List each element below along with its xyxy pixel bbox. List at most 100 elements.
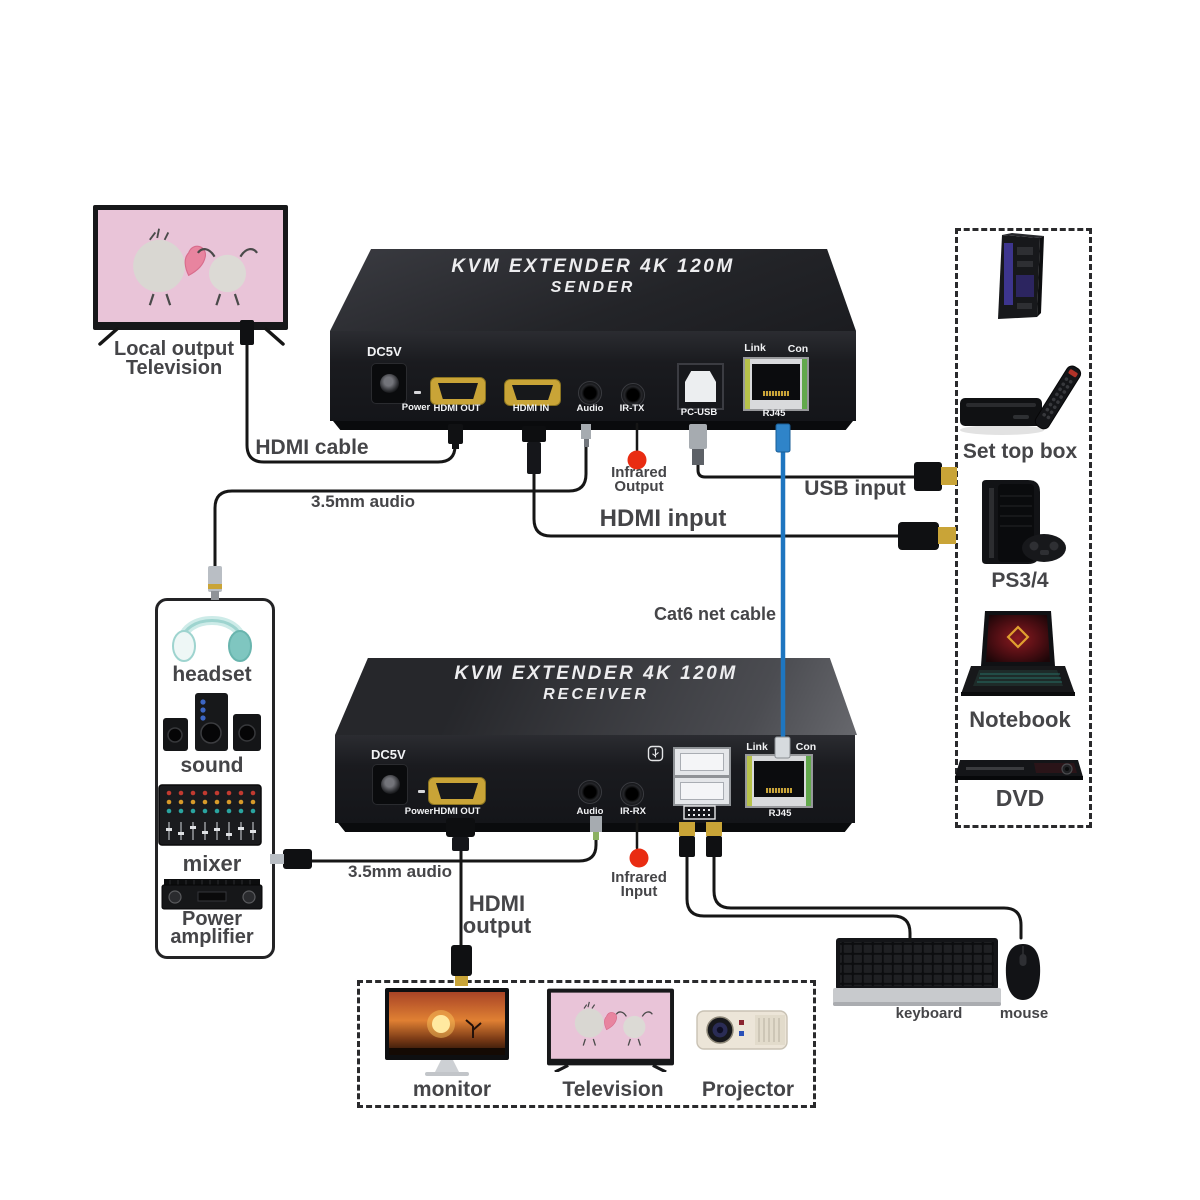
sender-dc-jack (371, 363, 407, 404)
sender-title: KVM EXTENDER 4K 120M (451, 256, 735, 277)
receiver-ir-rx-label: IR-RX (620, 806, 646, 817)
audio-receiver-label: 3.5mm audio (348, 862, 452, 881)
sender-hdmi-in-label: HDMI IN (512, 403, 550, 414)
sender-power-label: Power (401, 402, 431, 413)
sender-hdmi-in-plug-body (527, 442, 541, 474)
power-amplifier-label-line1: Power (181, 908, 243, 930)
dvd-player-label: DVD (995, 785, 1045, 811)
receiver-top-face: KVM EXTENDER 4K 120M RECEIVER (335, 658, 857, 735)
receiver-dc-jack (372, 764, 408, 805)
cat6-plug-bottom (774, 736, 791, 759)
receiver-ir-rx-jack (620, 782, 644, 806)
hdmi-input-end-plug (898, 522, 939, 550)
headset-image (172, 616, 252, 662)
infrared-output-line1: Infrared (611, 464, 667, 481)
receiver-hdmi-out-port (428, 777, 486, 805)
hdmi-output-line1: HDMI (468, 891, 526, 916)
sender-ir-tx-jack (621, 383, 645, 407)
hdmi-output-end-tip (455, 976, 468, 986)
mixer-audio-end-plug (283, 849, 312, 869)
sender-rj45-label: RJ45 (762, 408, 786, 419)
set-top-box-image (960, 365, 1082, 435)
dvd-player-image (955, 760, 1083, 780)
projector-image (696, 1010, 788, 1050)
infrared-input-label: Infrared Input (597, 870, 681, 898)
ps-console-image (982, 480, 1066, 564)
sender-hdmi-out-label: HDMI OUT (433, 403, 481, 414)
sender-power-led (414, 391, 421, 394)
cat6-label: Cat6 net cable (653, 604, 777, 624)
wire-usb-input (696, 462, 917, 479)
receiver-power-led (418, 790, 425, 793)
sender-rj45-port (743, 357, 809, 411)
usb-symbol-icon (647, 745, 664, 762)
wire-hdmi-cable (245, 343, 457, 464)
wire-usb-keyboard (685, 852, 912, 942)
hdmi-output-line2: output (462, 913, 532, 938)
local-television-label: Local output Television (94, 338, 254, 379)
sender-usb-plug (689, 424, 707, 449)
mouse-image (1005, 944, 1041, 1000)
panel-audio-jack-tip (211, 591, 219, 600)
sender-pc-usb-label: PC-USB (680, 407, 718, 418)
receiver-link-label: Link (746, 741, 768, 753)
pc-tower-image (998, 233, 1044, 319)
infrared-output-line2: Output (614, 477, 664, 495)
receiver-audio-plug-tip (593, 832, 599, 840)
local-television-label-line1: Local output (114, 338, 234, 360)
receiver-rj45-port (745, 754, 813, 808)
black-wires (98, 327, 1023, 950)
infrared-output-dot (627, 450, 647, 470)
receiver-audio-plug (590, 816, 602, 832)
receiver-hdmi-out-plug-top (446, 818, 475, 837)
wire-hdmi-input (532, 472, 902, 538)
ps-console-label: PS3/4 (991, 569, 1049, 592)
receiver-audio-label: Audio (576, 806, 604, 817)
sender-audio-plug (581, 424, 591, 439)
hdmi-output-label: HDMI output (445, 893, 549, 937)
sender-pc-usb-port (677, 363, 724, 410)
receiver-dc5v-label: DC5V (371, 747, 406, 762)
tv-hdmi-plug (240, 320, 254, 345)
wire-audio-receiver (310, 834, 598, 863)
mouse-usb-plug-body (706, 836, 722, 857)
sender-dc5v-label: DC5V (367, 344, 402, 359)
keyboard-usb-plug-tip (679, 822, 695, 836)
speakers-label: sound (180, 754, 244, 777)
sender-con-label: Con (787, 343, 809, 355)
wire-usb-mouse (712, 852, 1023, 940)
sender-hdmi-out-port (430, 377, 486, 405)
receiver-title: KVM EXTENDER 4K 120M (454, 663, 738, 684)
infrared-input-dot (629, 848, 649, 868)
receiver-subtitle: RECEIVER (543, 686, 649, 703)
projector-label: Projector (701, 1078, 795, 1101)
keyboard-label: keyboard (895, 1005, 963, 1022)
pin-header-icon (683, 805, 716, 820)
sender-hdmi-out-plug (448, 424, 463, 444)
hdmi-input-end-tip (938, 527, 956, 544)
monitor-label: monitor (412, 1078, 492, 1101)
sender-hdmi-out-plug-neck (452, 444, 459, 449)
receiver-hdmi-out-label: HDMI OUT (433, 806, 481, 817)
infrared-output-label: Infrared Output (597, 464, 681, 495)
sender-front-panel: DC5V Power HDMI OUT HDMI IN Audio IR-TX … (330, 331, 856, 421)
power-amplifier-label: Power amplifier (155, 908, 269, 946)
panel-audio-jack-band (208, 584, 222, 589)
receiver-audio-jack (578, 780, 602, 804)
sender-link-label: Link (744, 342, 766, 354)
sender-top-face: KVM EXTENDER 4K 120M SENDER (330, 249, 856, 331)
local-television-label-line2: Television (125, 357, 223, 379)
tv-screen-pompom-image (98, 210, 283, 322)
cat6-plug-top (775, 423, 791, 453)
keyboard-image (833, 938, 1001, 1006)
keyboard-usb-plug-body (679, 836, 695, 857)
sender-hdmi-in-port (504, 379, 561, 406)
television-label: Television (562, 1078, 664, 1101)
receiver-rj45-label: RJ45 (768, 808, 792, 819)
hdmi-input-label: HDMI input (599, 505, 727, 532)
hdmi-output-end-plug (451, 945, 472, 976)
speakers-image (163, 693, 261, 751)
notebook-image (961, 611, 1075, 696)
power-amplifier-image (161, 879, 263, 910)
